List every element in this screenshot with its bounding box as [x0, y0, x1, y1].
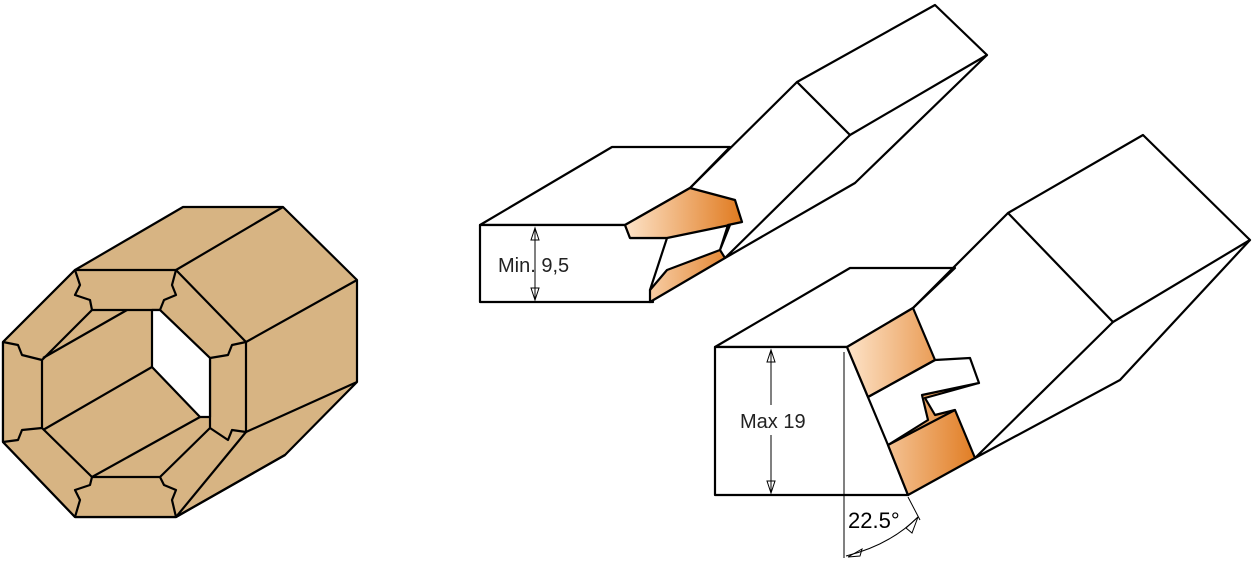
octagon-assembly [1, 205, 359, 519]
min-thickness-label: Min. 9,5 [498, 255, 569, 277]
angle-label: 22.5° [848, 508, 900, 533]
board-min: Min. 9,5 [478, 3, 989, 304]
cutter-profile-large [845, 306, 981, 497]
board-max: Max 19 22.5° [713, 133, 1252, 558]
max-thickness-label: Max 19 [740, 411, 806, 433]
cutter-profile-small [623, 186, 744, 304]
